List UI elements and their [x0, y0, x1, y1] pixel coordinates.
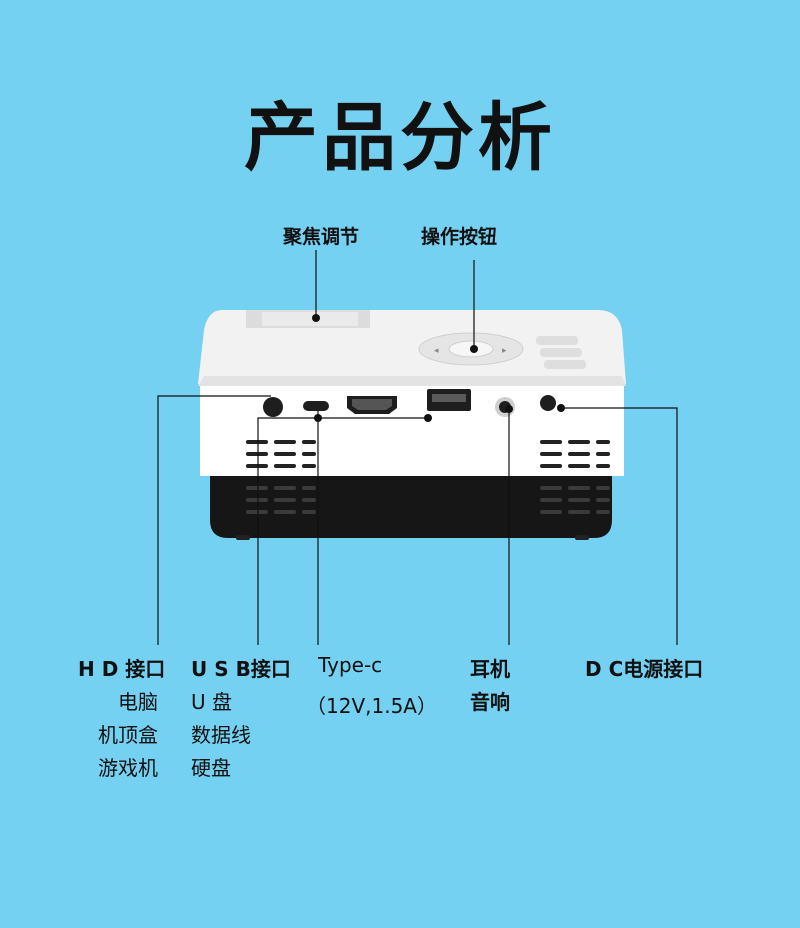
typec-spec: （12V,1.5A）	[306, 694, 437, 718]
hd-callout	[157, 395, 271, 645]
projector-bottom-body	[210, 470, 612, 538]
av-port	[263, 397, 283, 417]
control-right-icon: ▸	[502, 346, 507, 356]
focus-wheel	[262, 312, 358, 326]
vent-right-black	[540, 486, 610, 514]
side-button-3	[544, 360, 586, 369]
usb-use-3: 硬盘	[191, 756, 231, 780]
hd-port-label: H D 接口	[78, 657, 166, 681]
projector-top-surface	[198, 310, 626, 384]
vent-right-white	[540, 440, 610, 468]
hd-use-1: 电脑	[118, 690, 158, 714]
control-left-icon: ◂	[434, 346, 439, 356]
projector-foot-left	[236, 535, 250, 540]
projector-top-edge	[198, 376, 626, 386]
projector-foot-right	[575, 535, 589, 540]
page-title: 产品分析	[244, 95, 556, 181]
side-button-2	[540, 348, 582, 357]
projector-front-panel	[200, 384, 624, 476]
typec-label: Type-c	[318, 653, 383, 677]
audio-sub-label: 音响	[470, 690, 510, 714]
vent-left-white	[246, 440, 316, 468]
usb-port-inner	[432, 394, 466, 402]
dc-port-label: D C电源接口	[585, 657, 704, 681]
hdmi-port-inner	[352, 399, 392, 410]
usb-use-2: 数据线	[191, 723, 251, 747]
dc-port	[540, 395, 556, 411]
operation-buttons-label: 操作按钮	[421, 226, 498, 248]
audio-label: 耳机	[470, 657, 510, 681]
usb-use-1: U 盘	[191, 690, 232, 714]
dc-callout	[561, 407, 678, 645]
vent-left-black	[246, 486, 316, 514]
usb-port-label: U S B接口	[191, 657, 291, 681]
hd-use-2: 机顶盒	[98, 723, 158, 747]
usb-callout	[257, 417, 428, 645]
side-button-1	[536, 336, 578, 345]
typec-port	[303, 401, 329, 411]
callout-dots	[312, 314, 565, 422]
focus-adjust-label: 聚焦调节	[283, 226, 360, 248]
hd-use-3: 游戏机	[98, 756, 158, 780]
callout-lines	[157, 250, 678, 645]
